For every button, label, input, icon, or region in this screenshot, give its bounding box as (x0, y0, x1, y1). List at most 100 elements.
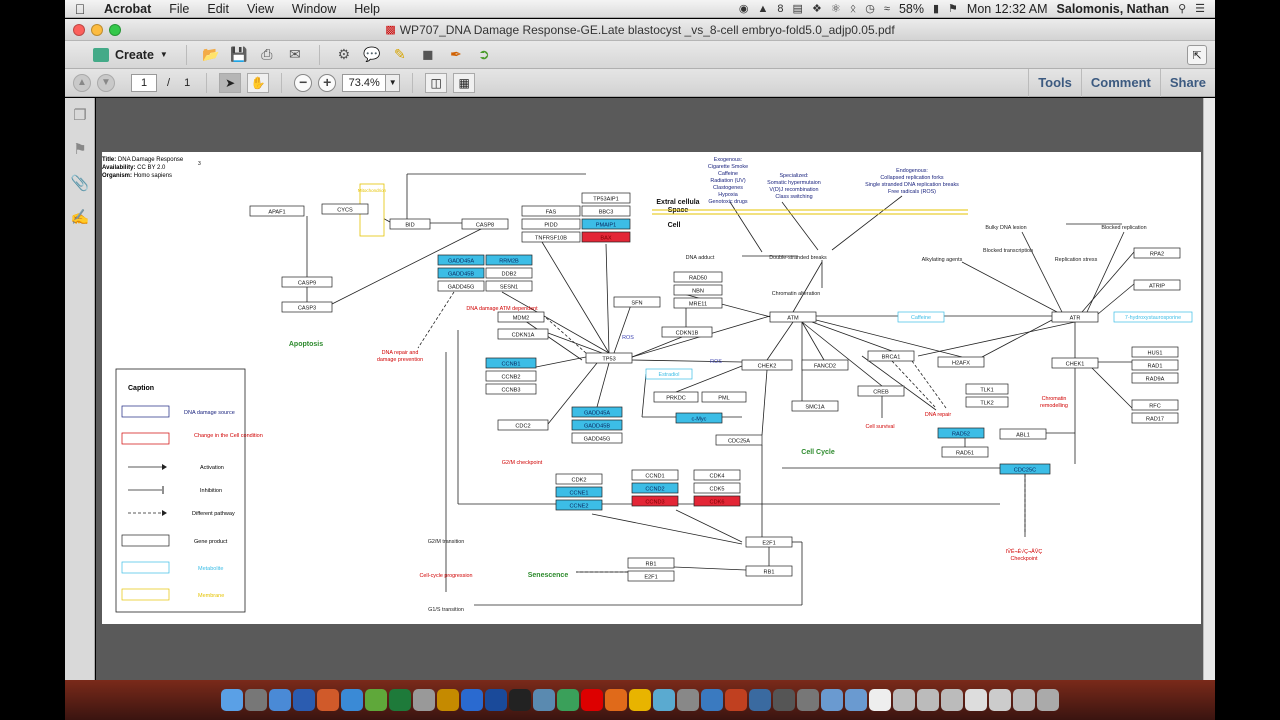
dock-excel-icon[interactable] (389, 689, 411, 711)
gene-node-rad51[interactable]: RAD51 (941, 446, 989, 458)
zoom-level-input[interactable]: 73.4% (342, 73, 387, 92)
gene-node-prkdc[interactable]: PRKDC (653, 391, 699, 403)
attachment-paperclip-icon[interactable]: 📎 (70, 175, 90, 192)
metabolite-node[interactable]: Estradiol (645, 368, 693, 380)
dock-doc-icon[interactable] (965, 689, 987, 711)
dock-terminal-icon[interactable] (509, 689, 531, 711)
dock-doc-icon[interactable] (917, 689, 939, 711)
dock-outlook-icon[interactable] (461, 689, 483, 711)
gene-node-creb[interactable]: CREB (857, 385, 905, 397)
gene-node-gadd45b1[interactable]: GADD45B (437, 267, 485, 279)
dock-doc-icon[interactable] (869, 689, 891, 711)
gene-node-rrm2b[interactable]: RRM2B (485, 254, 533, 266)
email-icon[interactable]: ✉ (288, 46, 301, 62)
metabolite-node[interactable]: 7-hydroxystaurosporine (1113, 311, 1193, 323)
gene-node-chek2[interactable]: CHEK2 (741, 359, 793, 371)
gene-node-pidd[interactable]: PIDD (521, 218, 581, 230)
gene-node-cdkn1b[interactable]: CDKN1B (661, 326, 713, 338)
select-cursor-icon[interactable]: ➤ (219, 72, 242, 93)
gene-node-cdk4[interactable]: CDK4 (693, 469, 741, 481)
gene-node-casp9[interactable]: CASP9 (281, 276, 333, 288)
zoom-in-icon[interactable]: + (318, 73, 337, 92)
gene-node-atrip[interactable]: ATRIP (1133, 279, 1181, 291)
gene-node-rb1b[interactable]: RB1 (627, 557, 675, 569)
dock-keychain-icon[interactable] (413, 689, 435, 711)
gene-node-pmaip1[interactable]: PMAIP1 (581, 218, 631, 230)
gene-node-cdc2[interactable]: CDC2 (497, 419, 549, 431)
flag-icon[interactable]: ⚑ (948, 3, 958, 15)
gene-node-cdc25c[interactable]: CDC25C (999, 463, 1051, 475)
metabolite-node[interactable]: Caffeine (897, 311, 945, 323)
stamp-icon[interactable]: ◼ (422, 46, 434, 62)
gene-node-gadd45b2[interactable]: GADD45B (571, 419, 623, 431)
share-export-icon[interactable]: ➲ (477, 46, 490, 62)
clock[interactable]: Mon 12:32 AM (966, 1, 1048, 16)
gene-node-ccnd1[interactable]: CCND1 (631, 469, 679, 481)
gene-node-hus1[interactable]: HUS1 (1131, 346, 1179, 358)
zoom-dropdown-icon[interactable]: ▼ (386, 73, 401, 92)
dock-chrome-icon[interactable] (629, 689, 651, 711)
menu-edit[interactable]: Edit (207, 1, 229, 16)
highlight-pen-icon[interactable]: ✎ (393, 46, 406, 62)
gene-node-ccnb1[interactable]: CCNB1 (485, 357, 537, 369)
dock-doc-icon[interactable] (893, 689, 915, 711)
gene-node-tp53aip1[interactable]: TP53AIP1 (581, 192, 631, 204)
tab-comment[interactable]: Comment (1080, 68, 1160, 97)
gene-node-chek1[interactable]: CHEK1 (1051, 357, 1099, 369)
dock-warning-icon[interactable] (773, 689, 795, 711)
gene-node-nbn[interactable]: NBN (673, 284, 723, 296)
gene-node-ccne2[interactable]: CCNE2 (555, 499, 603, 511)
dock-folder-icon[interactable] (845, 689, 867, 711)
gene-node-ccne1[interactable]: CCNE1 (555, 486, 603, 498)
gene-node-mdm2[interactable]: MDM2 (497, 311, 545, 323)
settings-gear-icon[interactable]: ⚙ (337, 46, 351, 62)
fullscreen-expand-icon[interactable]: ⇱ (1187, 45, 1207, 65)
dock-doc-icon[interactable] (941, 689, 963, 711)
gene-node-cycs[interactable]: CYCS (321, 203, 369, 215)
sync-icon[interactable]: ⚛ (830, 3, 841, 15)
gene-node-rad17[interactable]: RAD17 (1131, 412, 1179, 424)
gene-node-tlk1[interactable]: TLK1 (965, 383, 1009, 395)
gene-node-rad50[interactable]: RAD50 (673, 271, 723, 283)
dock-illustrator-icon[interactable] (437, 689, 459, 711)
gene-node-sesn1[interactable]: SESN1 (485, 280, 533, 292)
dock-maps-icon[interactable] (557, 689, 579, 711)
dock-pen-icon[interactable] (797, 689, 819, 711)
dock-mail-icon[interactable] (653, 689, 675, 711)
dock-network-icon[interactable] (533, 689, 555, 711)
bluetooth-icon[interactable]: ᛟ (849, 2, 857, 15)
menu-app[interactable]: Acrobat (104, 1, 152, 16)
adobe-icon[interactable]: ▲ (757, 2, 769, 15)
gene-node-cdk5[interactable]: CDK5 (693, 482, 741, 494)
dock-powerpoint-icon[interactable] (317, 689, 339, 711)
record-icon[interactable]: ◉ (738, 3, 749, 15)
time-machine-icon[interactable]: ◷ (865, 3, 875, 15)
tab-tools[interactable]: Tools (1028, 68, 1081, 97)
gene-node-ccnd3[interactable]: CCND3 (631, 495, 679, 507)
dock-folder-icon[interactable] (821, 689, 843, 711)
gene-node-ccnb2[interactable]: CCNB2 (485, 370, 537, 382)
gene-node-abl1[interactable]: ABL1 (999, 428, 1047, 440)
gene-node-cdc25a[interactable]: CDC25A (715, 434, 763, 446)
gene-node-mre11[interactable]: MRE11 (673, 297, 723, 309)
dock-launchpad-icon[interactable] (245, 689, 267, 711)
dock-python-icon[interactable] (749, 689, 771, 711)
apple-menu-icon[interactable]:  (65, 1, 95, 17)
close-window-button[interactable] (73, 24, 85, 36)
dock-preview-icon[interactable] (269, 689, 291, 711)
gene-node-brca1[interactable]: BRCA1 (867, 350, 915, 362)
hand-tool-icon[interactable]: ✋ (247, 72, 270, 93)
gene-node-tlk2[interactable]: TLK2 (965, 396, 1009, 408)
gene-node-ccnd2[interactable]: CCND2 (631, 482, 679, 494)
fit-page-icon[interactable]: ◫ (425, 72, 448, 93)
print-icon[interactable]: ⎙ (261, 46, 273, 62)
dock-firefox-icon[interactable] (605, 689, 627, 711)
gene-node-fas[interactable]: FAS (521, 205, 581, 217)
dock-word-icon[interactable] (293, 689, 315, 711)
gene-node-gadd45a2[interactable]: GADD45A (571, 406, 623, 418)
page-number-input[interactable]: 1 (131, 73, 157, 92)
zoom-window-button[interactable] (109, 24, 121, 36)
comment-bubble-icon[interactable]: 💬 (363, 46, 381, 62)
previous-page-icon[interactable]: ▲ (73, 73, 91, 92)
